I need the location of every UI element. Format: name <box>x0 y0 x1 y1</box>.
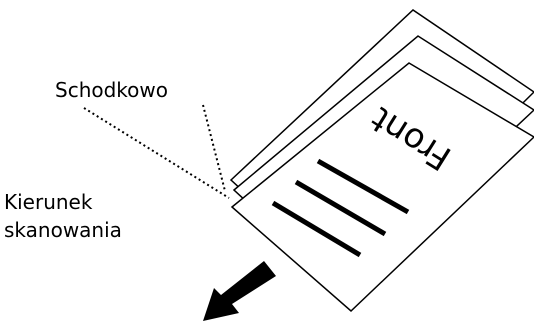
staggered-label: Schodkowo <box>55 78 168 102</box>
scan-direction-label-line2: skanowania <box>4 218 122 242</box>
text-line-3 <box>271 200 362 258</box>
staggered-leader-lines <box>83 104 230 199</box>
text-line-2 <box>294 179 387 237</box>
scan-direction-label-line1: Kierunek <box>4 190 93 214</box>
front-sheet <box>230 62 534 313</box>
leader-line-right <box>202 104 226 192</box>
leader-line-left <box>83 107 230 199</box>
text-line-1 <box>316 158 410 215</box>
sheet-text-lines <box>271 158 410 258</box>
arrow-down-left-icon <box>203 261 276 321</box>
